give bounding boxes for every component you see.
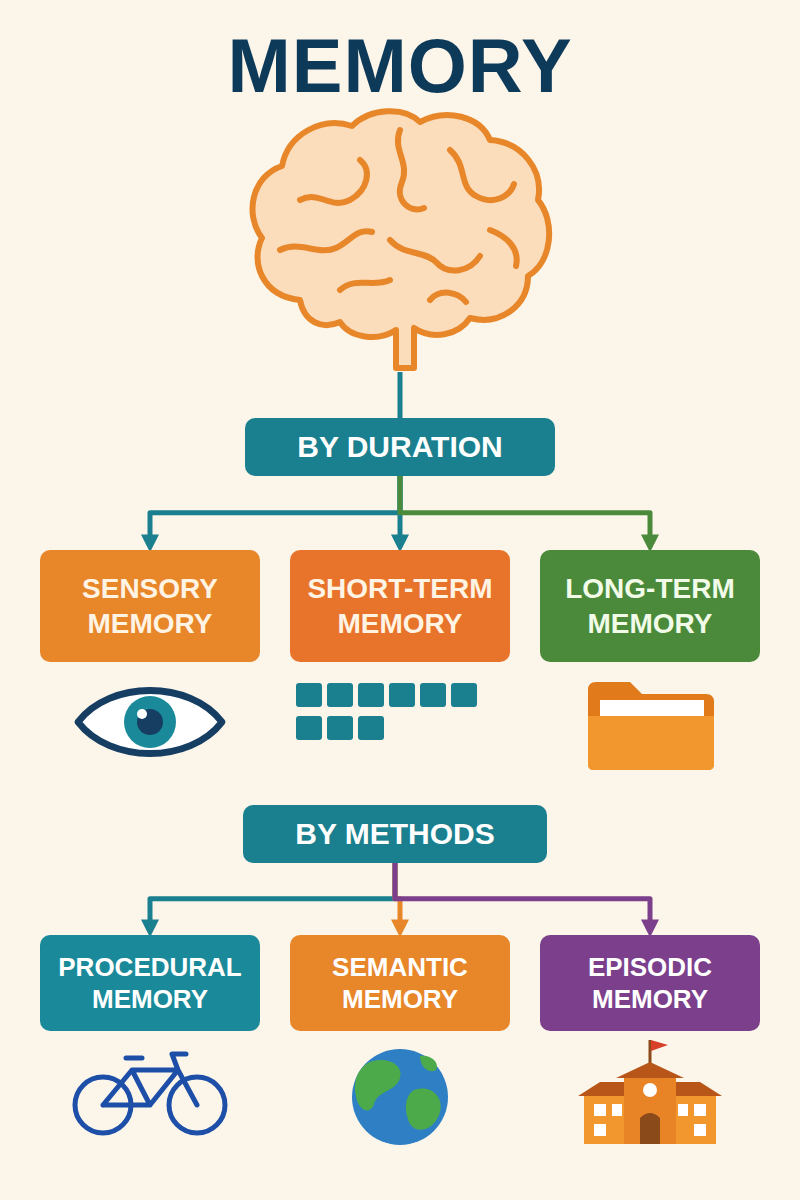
brain-fold [300, 160, 367, 203]
brain-fold [390, 240, 480, 271]
box-label: BY METHODS [295, 815, 494, 853]
box-label: LONG-TERM MEMORY [554, 571, 746, 641]
folder-back [588, 682, 714, 770]
slot [327, 683, 353, 707]
school-window [694, 1124, 706, 1136]
slot [358, 683, 384, 707]
eye-iris [124, 696, 176, 748]
brain-fold [490, 230, 517, 266]
branch-arrow [400, 476, 650, 548]
slot [451, 683, 477, 707]
school-window [594, 1124, 606, 1136]
bicycle-frame [103, 1054, 197, 1105]
brain-illustration [252, 111, 549, 368]
branch-arrow [150, 476, 400, 548]
memory-box: LONG-TERM MEMORY [540, 550, 760, 662]
memory-box: SHORT-TERM MEMORY [290, 550, 510, 662]
school-tower-roof [616, 1062, 684, 1078]
box-label: SHORT-TERM MEMORY [304, 571, 496, 641]
box-label: EPISODIC MEMORY [554, 951, 746, 1016]
flag [651, 1040, 668, 1051]
slot [389, 683, 415, 707]
box-label: SEMANTIC MEMORY [304, 951, 496, 1016]
eye-pupil [137, 709, 163, 735]
school-window [678, 1104, 688, 1116]
slot [296, 683, 322, 707]
school-icon [578, 1040, 722, 1144]
memory-box: SEMANTIC MEMORY [290, 935, 510, 1031]
school-clock [643, 1083, 657, 1097]
globe-land [355, 1060, 401, 1110]
slot [420, 683, 446, 707]
memory-box: EPISODIC MEMORY [540, 935, 760, 1031]
stem-line [398, 372, 403, 418]
memory-slots-icon [296, 683, 477, 740]
globe-land [406, 1088, 441, 1129]
memory-box: SENSORY MEMORY [40, 550, 260, 662]
memory-box: PROCEDURAL MEMORY [40, 935, 260, 1031]
branch-arrow [395, 863, 650, 933]
globe-land [420, 1056, 437, 1072]
school-window [612, 1104, 622, 1116]
brain-fold [340, 280, 390, 290]
folder-front [588, 716, 714, 770]
eye-glint [137, 709, 147, 719]
eye-outline [78, 691, 222, 754]
category-header: BY DURATION [245, 418, 555, 476]
brain-fold [398, 130, 424, 209]
box-label: BY DURATION [297, 428, 503, 466]
globe-sea [352, 1049, 448, 1145]
brain-fold [280, 231, 372, 250]
brain-fold [430, 293, 466, 302]
diagram-title: MEMORY [0, 22, 800, 109]
category-header: BY METHODS [243, 805, 547, 863]
box-label: PROCEDURAL MEMORY [54, 951, 246, 1016]
school-door [640, 1113, 660, 1144]
school-tower [624, 1074, 676, 1144]
brain-outline [252, 111, 549, 368]
bicycle-icon [75, 1054, 225, 1133]
folder-icon [588, 682, 714, 770]
brain-fold [450, 150, 514, 200]
school-roof [578, 1082, 722, 1096]
slot [327, 716, 353, 740]
box-label: SENSORY MEMORY [54, 571, 246, 641]
slot [358, 716, 384, 740]
school-window [594, 1104, 606, 1116]
school-window [694, 1104, 706, 1116]
globe-icon [352, 1049, 448, 1145]
branch-arrow [150, 863, 395, 933]
eye-icon [78, 691, 222, 754]
slot [296, 716, 322, 740]
